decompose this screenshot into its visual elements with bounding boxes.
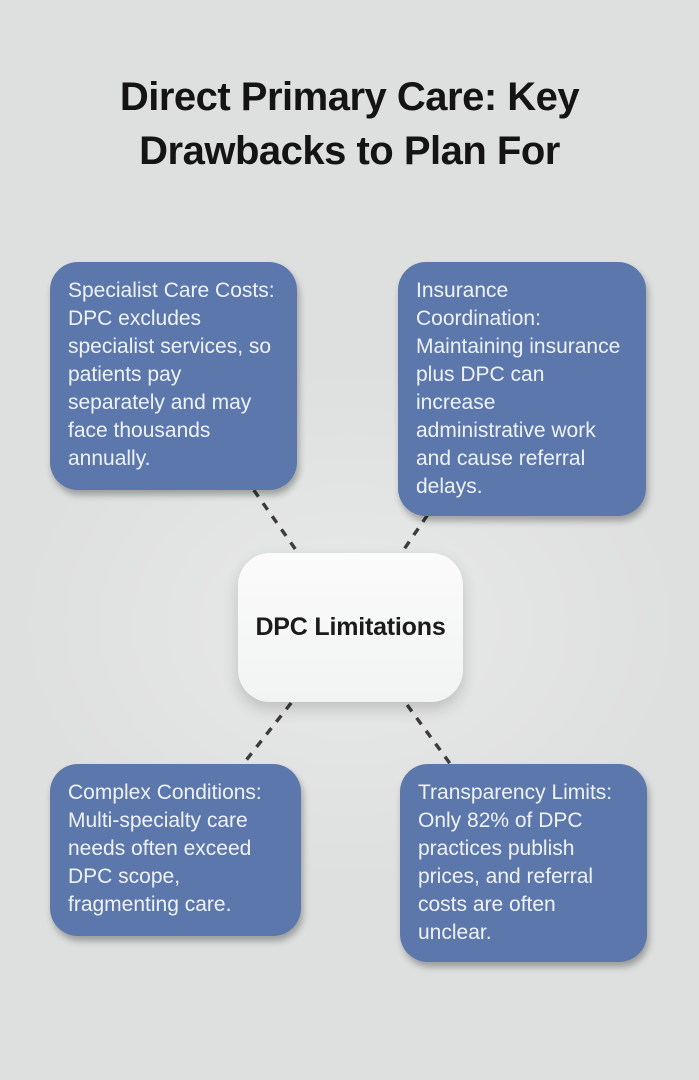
node-specialist-care-costs-text: Specialist Care Costs: DPC excludes spec… (68, 279, 275, 470)
node-complex-conditions-text: Complex Conditions: Multi-specialty care… (68, 781, 262, 916)
node-specialist-care-costs: Specialist Care Costs: DPC excludes spec… (50, 262, 297, 490)
page-title: Direct Primary Care: Key Drawbacks to Pl… (119, 75, 580, 173)
node-complex-conditions: Complex Conditions: Multi-specialty care… (50, 764, 301, 936)
node-transparency-limits-text: Transparency Limits: Only 82% of DPC pra… (418, 781, 613, 944)
node-insurance-coordination-text: Insurance Coordination: Maintaining insu… (416, 279, 621, 498)
node-insurance-coordination: Insurance Coordination: Maintaining insu… (398, 262, 646, 516)
center-node: DPC Limitations (238, 553, 463, 702)
node-transparency-limits: Transparency Limits: Only 82% of DPC pra… (400, 764, 647, 962)
center-node-label: DPC Limitations (255, 613, 446, 641)
